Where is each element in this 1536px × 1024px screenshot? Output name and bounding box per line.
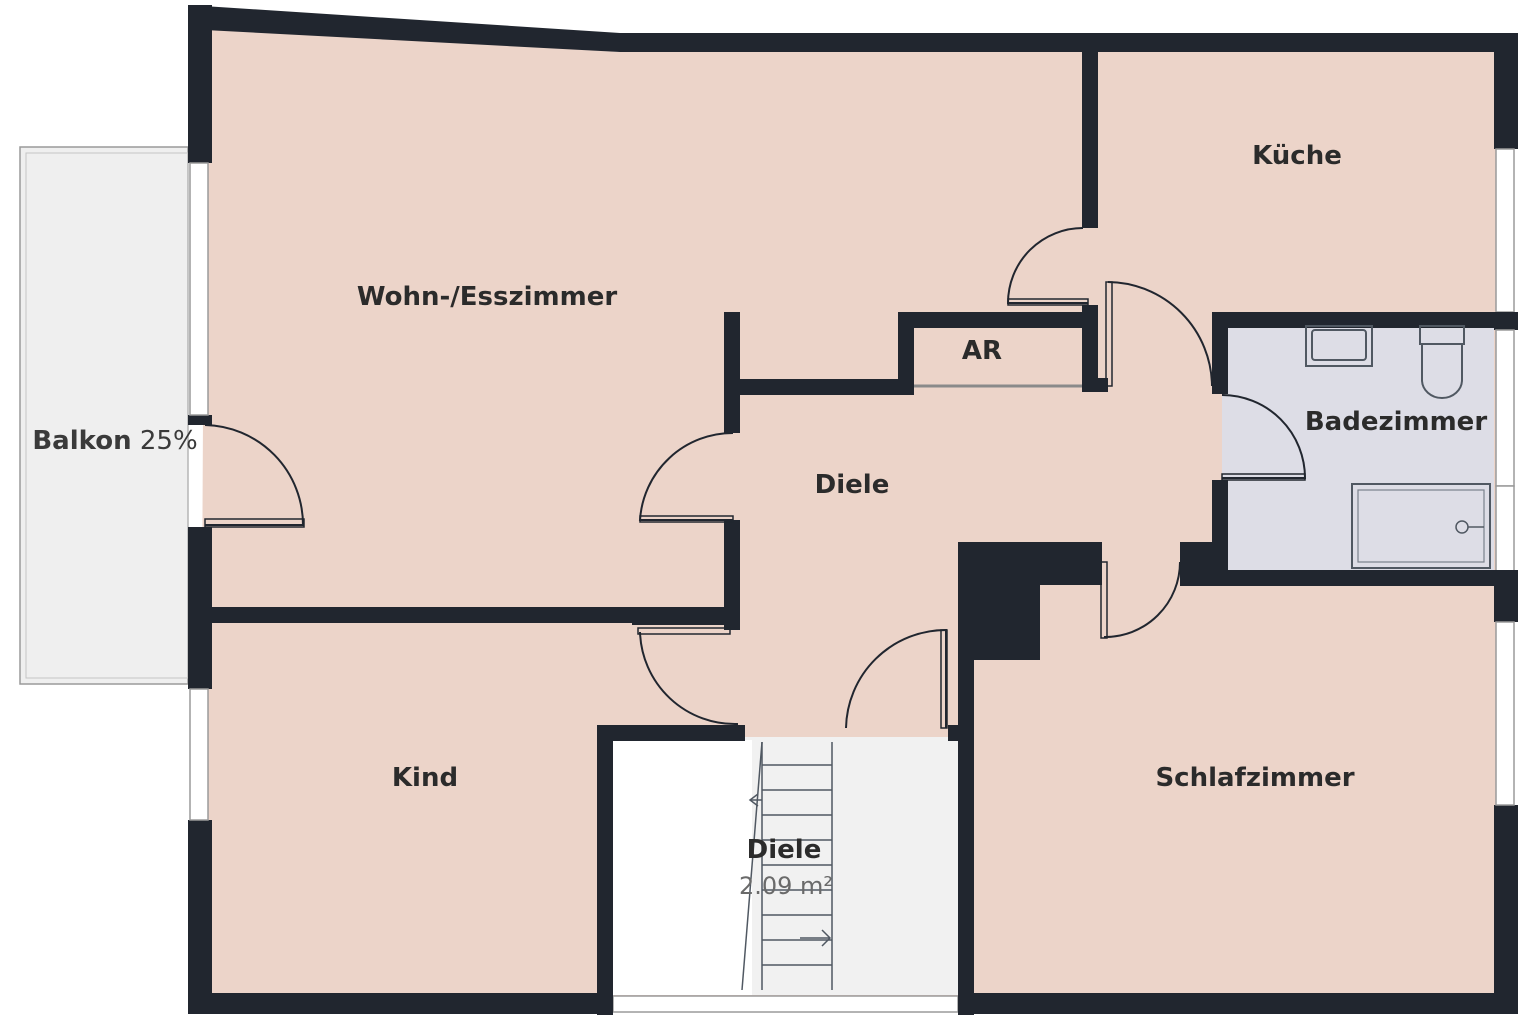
door-living-hall[interactable] [638,431,734,521]
label-diele-stair-area: 2.09 m² [739,872,833,900]
door-schlafzimmer-leaf [1100,561,1108,639]
door-living-hall-leaf [639,515,734,523]
outer-wall-top [188,5,1518,52]
door-stair-leaf [940,629,948,729]
sink-basin [1311,329,1367,361]
wall-living-kind [205,607,740,623]
shower-tray-inner [1357,489,1485,563]
label-balkon-name: Balkon [32,426,131,456]
staircase [741,741,833,991]
wall-stair-schlaf [958,660,974,1015]
outer-wall-bottom-left [188,993,613,1014]
toilet-bowl [1421,344,1463,399]
window-left-1 [189,162,209,416]
window-bottom [612,995,959,1013]
door-balcony[interactable] [204,424,305,526]
label-ar: AR [962,336,1002,366]
label-schlafzimmer: Schlafzimmer [1155,763,1354,793]
label-diele-stair: Diele [747,835,822,865]
floor-main [200,28,1500,1000]
outer-wall-left-bottom [188,820,212,1014]
door-bathroom[interactable] [1221,394,1307,479]
label-wohn-esszimmer: Wohn-/Esszimmer [357,282,617,312]
label-balkon-percent: 25% [140,426,198,456]
wall-kitchen-left [1082,52,1098,228]
door-kitchen[interactable] [1006,227,1088,304]
wall-living-hall-horizontal [724,379,914,395]
wall-living-hall-bottom [724,520,740,630]
balcony-area [19,146,189,685]
shower-tray [1351,483,1491,569]
sink-fixture [1305,325,1373,367]
label-kueche: Küche [1252,141,1342,171]
door-kitchen-leaf [1007,298,1089,306]
stair-floor-white [612,740,752,995]
outer-wall-bottom-right [958,993,1518,1014]
label-kind: Kind [392,763,458,793]
window-right-4 [1495,621,1515,806]
wall-bath-left-top [1212,312,1228,394]
door-kind-leaf [637,627,731,635]
wall-stair-top [597,725,745,741]
label-diele-main: Diele [815,470,890,500]
label-balkon: Balkon 25% [32,426,197,456]
window-right-1 [1495,148,1515,313]
wall-ar-left [898,312,914,388]
outer-wall-left-mid [188,415,212,425]
window-right-2 [1495,329,1515,487]
door-stair[interactable] [845,628,947,729]
outer-wall-right-top [1494,33,1518,149]
wall-bath-top [1212,312,1518,328]
door-schlafzimmer[interactable] [1103,561,1181,639]
label-balkon-space [132,426,140,456]
window-left-2 [189,688,209,821]
door-kind[interactable] [639,631,739,726]
window-right-3 [1495,485,1515,573]
door-hall-upper-leaf [1105,281,1113,387]
outer-wall-right-bottom [1494,805,1518,1014]
wall-bath-left-bottom [1212,480,1228,580]
wall-ar-right [1082,305,1098,383]
door-bathroom-leaf [1221,473,1306,481]
wall-kind-stair [597,725,613,1015]
toilet-tank [1419,325,1465,345]
wall-ar-top [898,312,1098,328]
wall-living-kind-stub [632,617,740,625]
wall-ar-right-stub [1082,378,1108,392]
outer-wall-left-top [188,5,212,163]
door-balcony-leaf [204,518,305,528]
wall-living-hall-top [724,312,740,433]
shaft-block [958,542,1102,660]
wall-schlaf-top-right [1180,570,1518,586]
door-hall-upper[interactable] [1107,281,1213,387]
label-badezimmer: Badezimmer [1305,407,1487,437]
